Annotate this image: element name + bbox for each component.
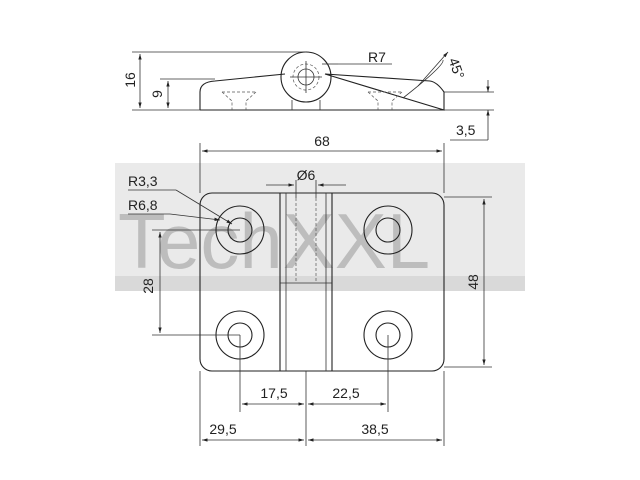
dim-axis-to-right-edge: 38,5 [361, 421, 388, 437]
hole-top-right [363, 205, 413, 255]
dim-counterbore-radius: R6,8 [128, 197, 158, 213]
dim-overall-height: 48 [465, 274, 481, 290]
side-view-dimensions: 16 9 R7 45° 3,5 [122, 49, 494, 141]
dim-chamfer-angle: 45° [446, 56, 468, 81]
dim-left-hole-to-axis: 17,5 [260, 385, 287, 401]
front-view-dimensions: 68 Ø6 R3,3 R6,8 28 48 17,5 22,5 [128, 133, 492, 446]
dim-pin-diameter: Ø6 [297, 167, 316, 183]
watermark: TechXXL [115, 163, 525, 291]
dim-leaf-thickness: 3,5 [456, 122, 476, 138]
dim-axis-to-right-hole: 22,5 [332, 385, 359, 401]
dim-hole-radius: R3,3 [128, 173, 158, 189]
watermark-text: TechXXL [118, 197, 430, 285]
dim-overall-width: 68 [314, 133, 330, 149]
dim-hole-pitch-vertical: 28 [140, 278, 156, 294]
side-view-leaf-outline [199, 73, 445, 111]
dim-left-edge-to-axis: 29,5 [209, 421, 236, 437]
side-view [199, 51, 445, 111]
dim-knuckle-radius: R7 [368, 49, 386, 65]
dim-height-leaf: 9 [149, 90, 165, 98]
dim-height-total: 16 [122, 72, 138, 88]
front-view-outline [199, 192, 445, 372]
